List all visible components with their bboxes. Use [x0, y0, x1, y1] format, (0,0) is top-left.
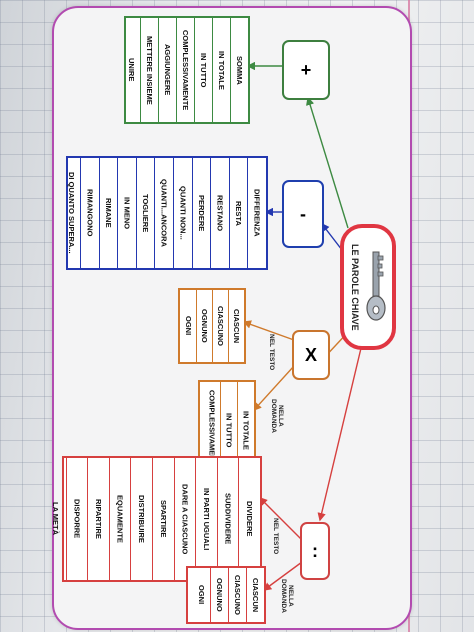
divide-sign: : [312, 540, 318, 561]
line-key-to-minus [321, 222, 343, 251]
divide-question-label: NELLA DOMANDA [280, 579, 294, 613]
minus-operator-node: - [282, 180, 324, 248]
word-cell: IN MENO [117, 158, 136, 268]
subtraction-words-box: DIFFERENZA RESTA RESTANO PERDERE QUANTI … [66, 156, 268, 270]
line-key-to-plus [306, 96, 349, 229]
divide-text-label: NEL TESTO [272, 517, 279, 555]
word-cell: COMPLESSIVAMENTE [207, 389, 217, 471]
word-cell: AGGIUNGERE [158, 18, 176, 122]
central-key-node: LE PAROLE CHIAVE [340, 224, 396, 350]
word-cell: RIMANE [98, 158, 118, 268]
word-cell: UNIRE [127, 58, 136, 82]
minus-sign: - [300, 203, 306, 224]
division-question-words-box: CIASCUN CIASCUNO OGNUNO OGNI [186, 566, 266, 624]
word-cell: CIASCUN [246, 568, 264, 622]
times-sign: X [304, 344, 317, 365]
word-cell: DI QUANTO SUPERA... [66, 172, 76, 254]
plus-sign: + [300, 59, 312, 80]
word-cell: RIMANGONO [80, 158, 99, 268]
multiplication-text-words-box: CIASCUN CIASCUNO OGNUNO OGNI [178, 288, 246, 364]
word-cell: RIPARTIRE [87, 458, 109, 580]
word-cell: METTERE INSIEME [140, 18, 158, 122]
word-cell: CIASCUNO [228, 568, 246, 622]
word-cell: SPARTIRE [152, 458, 174, 580]
word-cell: IN TOTALE [237, 382, 254, 478]
word-cell: IN TUTTO [220, 382, 237, 478]
line-times-to-question [253, 365, 295, 412]
times-question-label: NELLA DOMANDA [270, 399, 284, 433]
word-cell: LA METÀ [50, 502, 60, 536]
word-cell: IN TUTTO [194, 18, 212, 122]
word-cell: DIFFERENZA [247, 158, 266, 268]
word-cell: CIASCUN [228, 290, 244, 362]
word-cell: QUANTI NON... [173, 158, 192, 268]
word-cell: RESTANO [210, 158, 229, 268]
key-icon [366, 251, 386, 321]
plus-operator-node: + [282, 40, 330, 100]
word-cell: SOMMA [230, 18, 248, 122]
times-text-label: NEL TESTO [268, 333, 275, 371]
word-cell: OGNI [184, 316, 193, 336]
word-cell: OGNUNO [210, 568, 228, 622]
word-cell: IN TOTALE [212, 18, 230, 122]
line-divide-to-question [262, 561, 303, 591]
addition-words-box: SOMMA IN TOTALE IN TUTTO COMPLESSIVAMENT… [124, 16, 250, 124]
divide-operator-node: : [300, 522, 330, 580]
word-cell: OGNI [197, 585, 206, 605]
word-cell: IN PARTI UGUALI [195, 458, 217, 580]
word-cell: OGNUNO [196, 290, 212, 362]
word-cell: DISPORRE [65, 458, 88, 580]
word-cell: DISTRIBUIRE [130, 458, 152, 580]
word-cell: SUDDIVIDERE [216, 458, 239, 580]
word-cell: CIASCUNO [212, 290, 228, 362]
times-operator-node: X [292, 330, 330, 380]
word-cell: COMPLESSIVAMENTE [176, 18, 194, 122]
word-cell: EQUAMENTE [108, 458, 131, 580]
word-cell: QUANTI...ANCORA [154, 158, 173, 268]
word-cell: DIVIDERE [238, 458, 260, 580]
word-cell: RESTA [228, 158, 248, 268]
line-key-to-divide [317, 343, 363, 522]
word-cell: PERDERE [191, 158, 211, 268]
division-text-words-box: DIVIDERE SUDDIVIDERE IN PARTI UGUALI DAR… [51, 456, 262, 582]
line-times-to-text [242, 320, 295, 341]
word-cell: DARE A CIASCUNO [173, 458, 196, 580]
central-title: LE PAROLE CHIAVE [350, 243, 360, 331]
word-cell: TOGLIERE [135, 158, 155, 268]
line-divide-to-text [259, 497, 303, 541]
